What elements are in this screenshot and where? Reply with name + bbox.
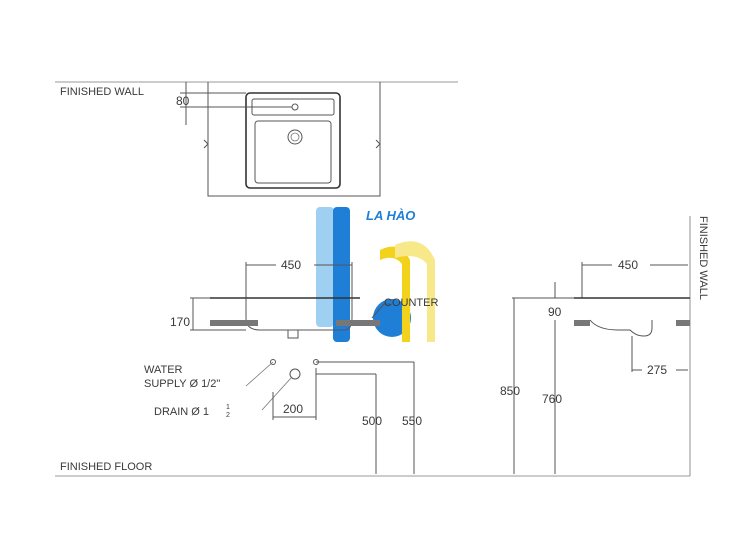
logo-bar-blue xyxy=(333,207,350,342)
counter-leader xyxy=(371,303,385,319)
logo-circle xyxy=(373,299,411,337)
counter-left xyxy=(210,320,258,326)
side-counter-left xyxy=(574,320,590,326)
drain-label: DRAIN Ø 1 xyxy=(154,406,209,418)
counter-right xyxy=(336,320,380,326)
dim-80: 80 xyxy=(176,94,190,108)
plan-view: FINISHED WALL 80 xyxy=(55,81,458,197)
counter-outline xyxy=(207,82,381,197)
finished-floor-label: FINISHED FLOOR xyxy=(60,461,152,473)
basin-bowl xyxy=(254,120,332,184)
tap-hole xyxy=(291,103,299,111)
watermark-logo: LA HÀO xyxy=(316,207,435,342)
dim-850: 850 xyxy=(500,384,520,398)
break-marks xyxy=(203,139,381,149)
front-view: 450 COUNTER 170 WATER SUPPLY Ø 1/2" DRAI… xyxy=(144,258,438,474)
dim-450-side: 450 xyxy=(618,258,638,272)
drain-fraction-bottom: 2 xyxy=(226,412,230,419)
counter-label: COUNTER xyxy=(384,297,438,309)
logo-bar-light xyxy=(316,207,334,327)
drain-leader xyxy=(261,377,292,411)
dim-450-front: 450 xyxy=(281,258,301,272)
basin-outline xyxy=(245,92,341,189)
drain-hole xyxy=(287,129,303,145)
finished-wall-side-label: FINISHED WALL xyxy=(697,216,709,300)
dim-275: 275 xyxy=(647,363,667,377)
waste-outlet xyxy=(287,329,299,339)
dim-200: 200 xyxy=(283,402,303,416)
dim-170: 170 xyxy=(170,315,190,329)
water-supply-label-1: WATER xyxy=(144,364,183,376)
dim-90: 90 xyxy=(548,305,562,319)
supply-point-left xyxy=(270,359,276,365)
logo-arc-2 xyxy=(395,241,435,342)
side-view: FINISHED WALL 450 90 850 760 275 xyxy=(500,216,709,476)
dim-500: 500 xyxy=(362,414,382,428)
logo-arc-1 xyxy=(380,246,410,342)
drain-hole-inner xyxy=(290,132,300,142)
water-supply-label-2: SUPPLY Ø 1/2" xyxy=(144,378,220,390)
side-basin-body xyxy=(589,319,653,337)
drain-point xyxy=(289,368,301,380)
watermark-text: LA HÀO xyxy=(366,208,415,223)
side-counter-right xyxy=(676,320,690,326)
drain-fraction-top: 1 xyxy=(226,404,230,411)
dim-550: 550 xyxy=(402,414,422,428)
finished-wall-label: FINISHED WALL xyxy=(60,86,144,98)
supply-leader xyxy=(245,361,274,387)
dim-760: 760 xyxy=(542,392,562,406)
